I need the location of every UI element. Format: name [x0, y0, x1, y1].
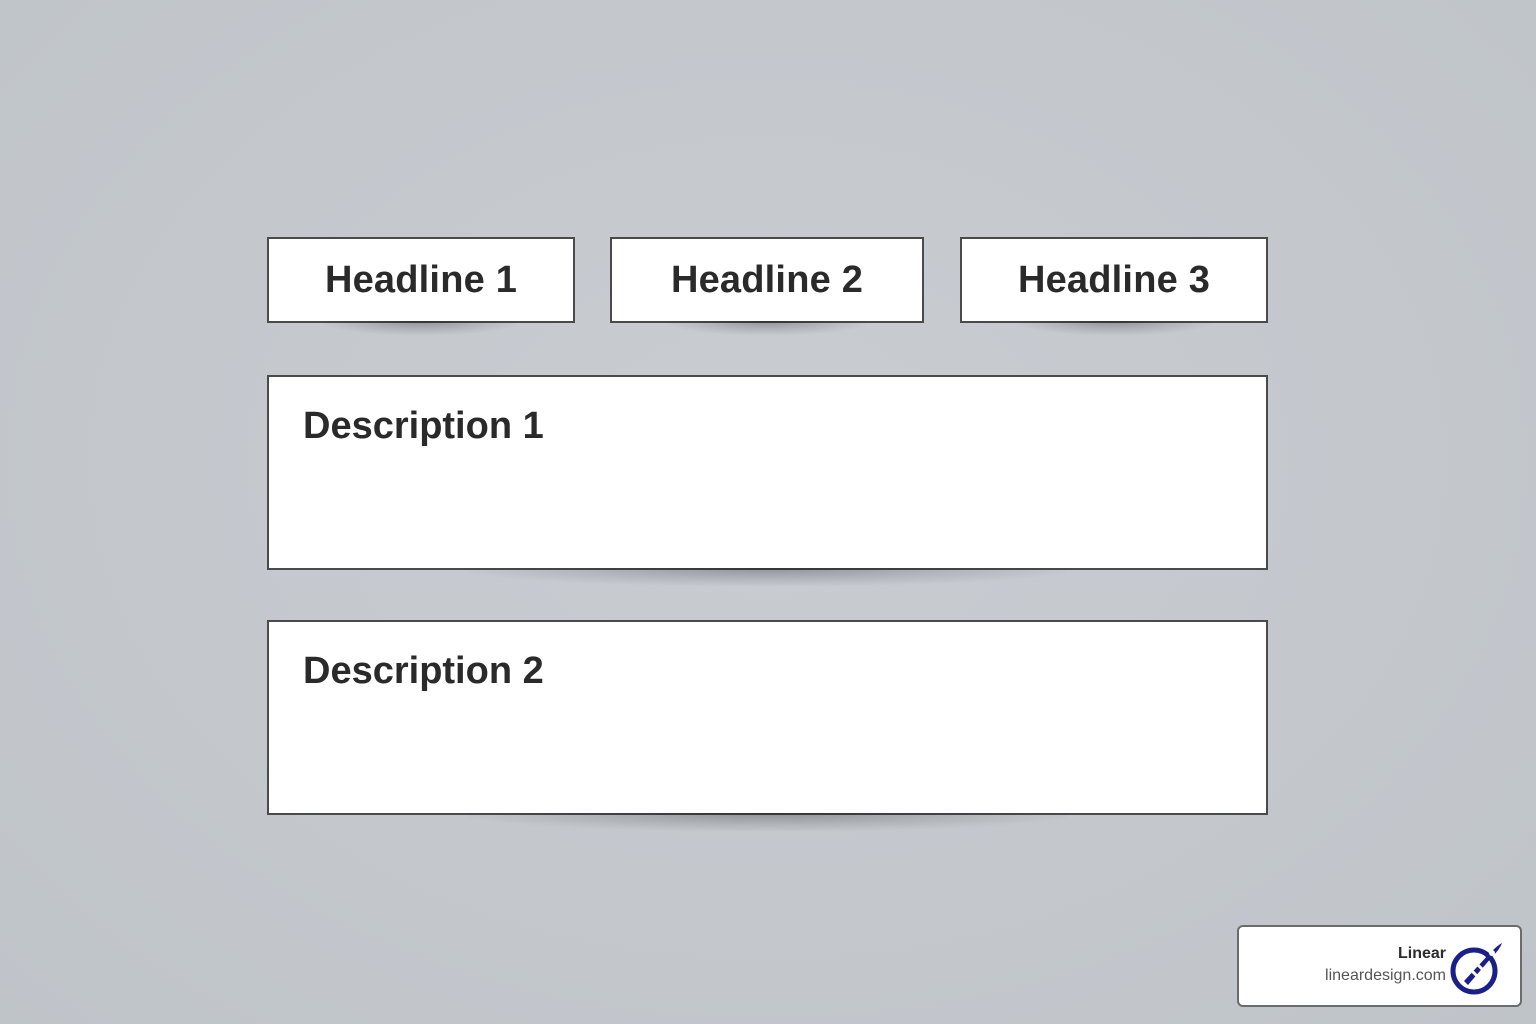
brand-badge-text: Linear lineardesign.com	[1325, 943, 1446, 987]
headline-label-2: Headline 2	[670, 258, 864, 301]
rocket-logo-icon	[1450, 941, 1504, 995]
description-label-2: Description 2	[303, 650, 544, 692]
brand-name: Linear	[1397, 945, 1446, 962]
headline-box-3[interactable]: Headline 3	[960, 237, 1268, 335]
headline-box-1[interactable]: Headline 1	[267, 237, 575, 335]
headline-box-2[interactable]: Headline 2	[610, 237, 924, 335]
description-box-1[interactable]: Description 1	[267, 375, 1268, 586]
brand-badge[interactable]: Linear lineardesign.com	[1237, 925, 1522, 1007]
description-box-2[interactable]: Description 2	[267, 620, 1268, 831]
brand-url: lineardesign.com	[1325, 967, 1446, 984]
headline-label-3: Headline 3	[1017, 258, 1211, 301]
description-label-1: Description 1	[303, 405, 544, 447]
headline-label-1: Headline 1	[324, 258, 518, 301]
